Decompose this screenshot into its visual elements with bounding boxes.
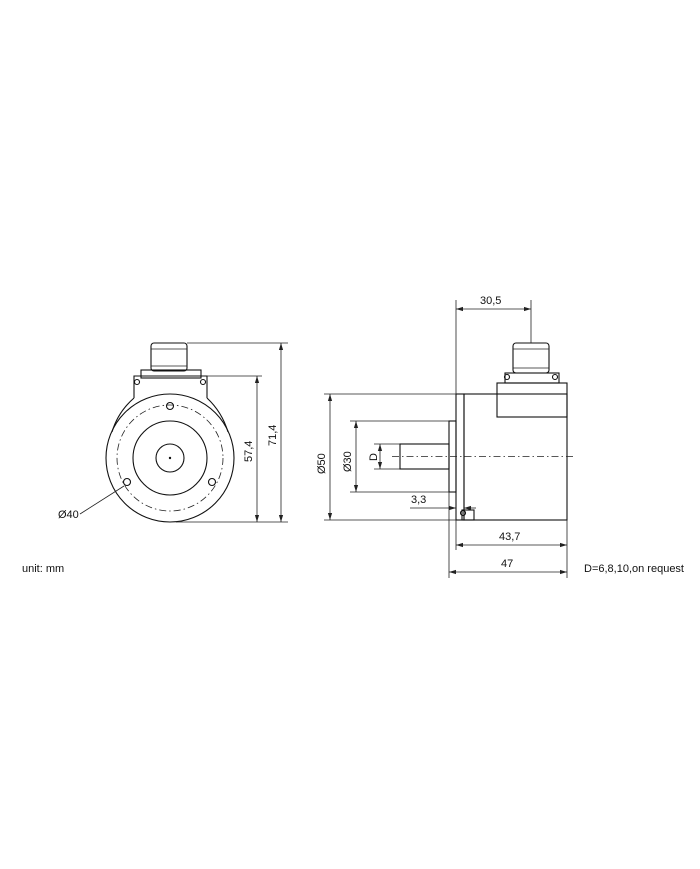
dim-height-total: 71,4 bbox=[267, 425, 279, 446]
connector-screw-right bbox=[199, 378, 207, 386]
connector-housing bbox=[111, 375, 229, 433]
housing-outline bbox=[105, 393, 235, 523]
shaft bbox=[399, 443, 450, 470]
connector-collar bbox=[140, 369, 202, 379]
dim-hole-circle: Ø40 bbox=[58, 509, 79, 521]
connector-base bbox=[496, 382, 568, 418]
encoder-body bbox=[463, 393, 568, 521]
shaft-note: D=6,8,10,on request bbox=[584, 563, 684, 575]
mounting-hole-right bbox=[207, 477, 217, 487]
dim-connector-offset: 30,5 bbox=[480, 295, 501, 307]
dim-body-length: 43,7 bbox=[499, 531, 520, 543]
mounting-hole-left bbox=[122, 477, 132, 487]
connector-screw-left bbox=[133, 378, 141, 386]
flange-plate bbox=[455, 393, 465, 521]
center-mark bbox=[168, 456, 172, 460]
dim-flange-thickness: 3,3 bbox=[411, 494, 426, 506]
unit-note: unit: mm bbox=[22, 563, 64, 575]
dim-diameter-flange: Ø50 bbox=[316, 453, 328, 474]
mounting-hole-top bbox=[165, 401, 175, 411]
side-view: 30,5 Ø50 Ø30 D 3,3 43,7 47 bbox=[316, 295, 575, 578]
dim-height-flange: 57,4 bbox=[243, 441, 255, 462]
connector-plug-side bbox=[512, 342, 550, 374]
dim-shaft-diameter: D bbox=[368, 453, 380, 461]
connector-collar-side bbox=[504, 372, 560, 384]
connector-plug bbox=[150, 342, 188, 372]
front-view: Ø40 57,4 71,4 bbox=[58, 342, 288, 523]
shaft-circle bbox=[155, 443, 185, 473]
hole-circle-line bbox=[116, 404, 224, 512]
dim-total-length: 47 bbox=[501, 558, 513, 570]
spigot-circle bbox=[132, 420, 208, 496]
dim-diameter-spigot: Ø30 bbox=[342, 451, 354, 472]
